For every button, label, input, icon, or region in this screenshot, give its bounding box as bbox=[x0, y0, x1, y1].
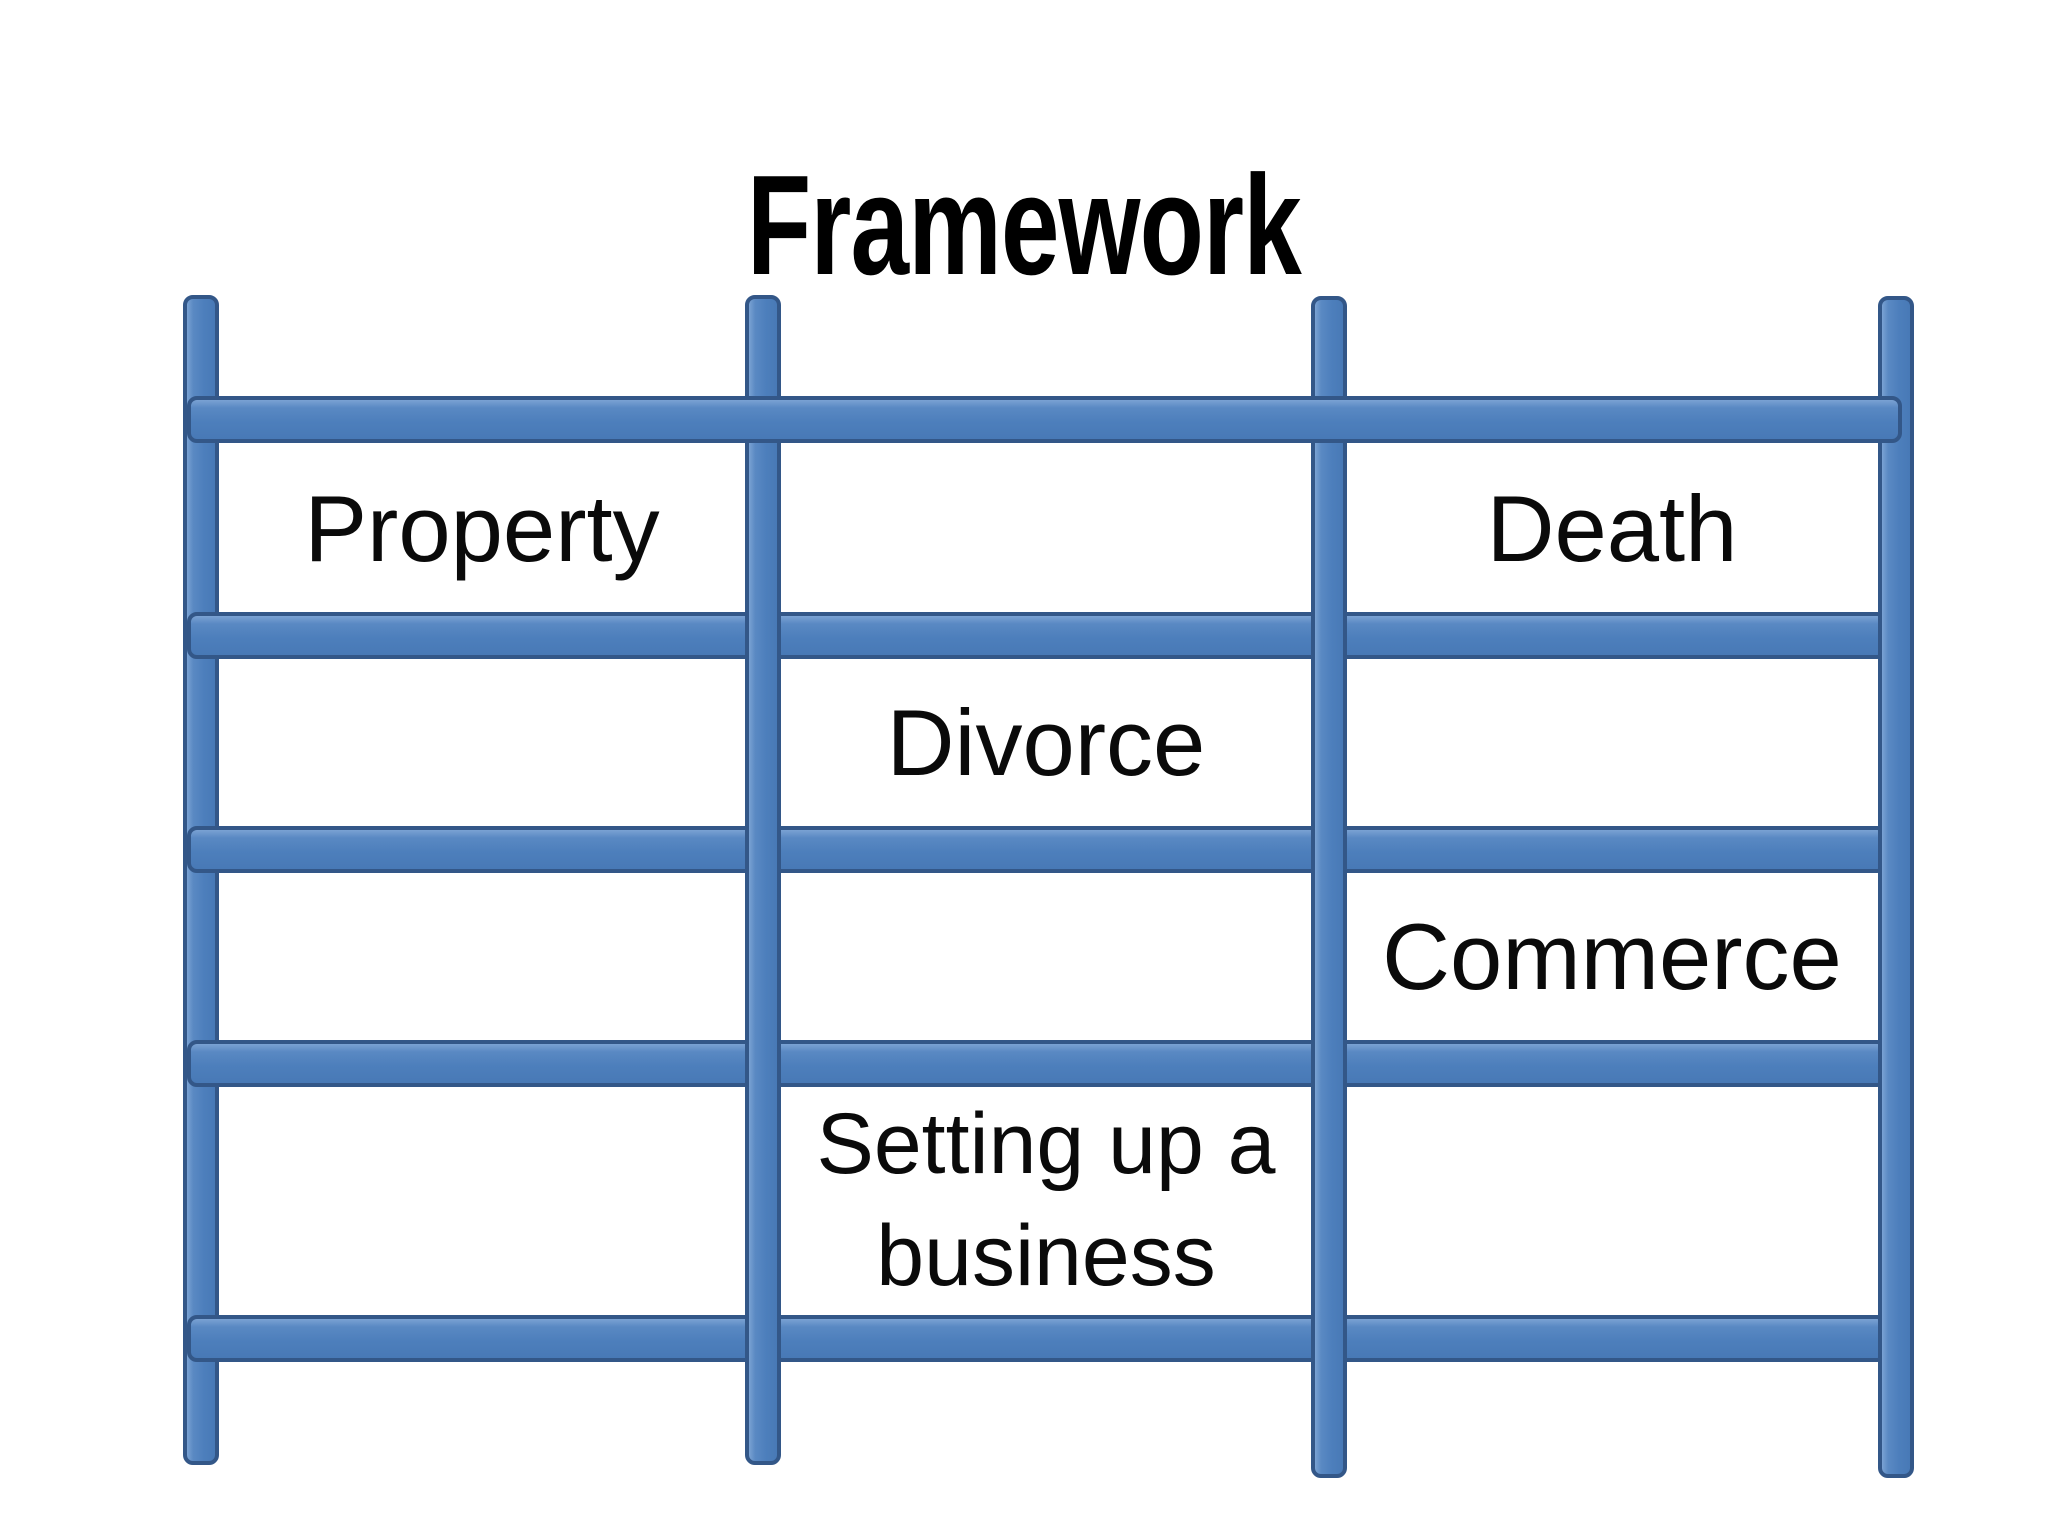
scaffold-rail-row-4 bbox=[187, 1315, 1887, 1362]
scaffold-rail-row-3 bbox=[187, 1040, 1887, 1087]
cell-label-property: Property bbox=[304, 475, 660, 581]
cell-label-death: Death bbox=[1486, 475, 1738, 581]
cell-label-commerce: Commerce bbox=[1382, 904, 1842, 1010]
scaffold-post-4 bbox=[1878, 296, 1914, 1478]
scaffold-rail-top bbox=[187, 396, 1902, 443]
scaffold-rail-row-2 bbox=[187, 826, 1887, 873]
page-title: Framework bbox=[746, 146, 1302, 305]
scaffold-post-1 bbox=[183, 295, 219, 1465]
scaffold-post-3 bbox=[1311, 296, 1347, 1478]
cell-label-divorce: Divorce bbox=[886, 690, 1206, 796]
cell-label-setting-up-a-business: Setting up a business bbox=[816, 1096, 1276, 1304]
scaffold-post-2 bbox=[745, 295, 781, 1465]
scaffold-rail-row-1 bbox=[187, 612, 1887, 659]
